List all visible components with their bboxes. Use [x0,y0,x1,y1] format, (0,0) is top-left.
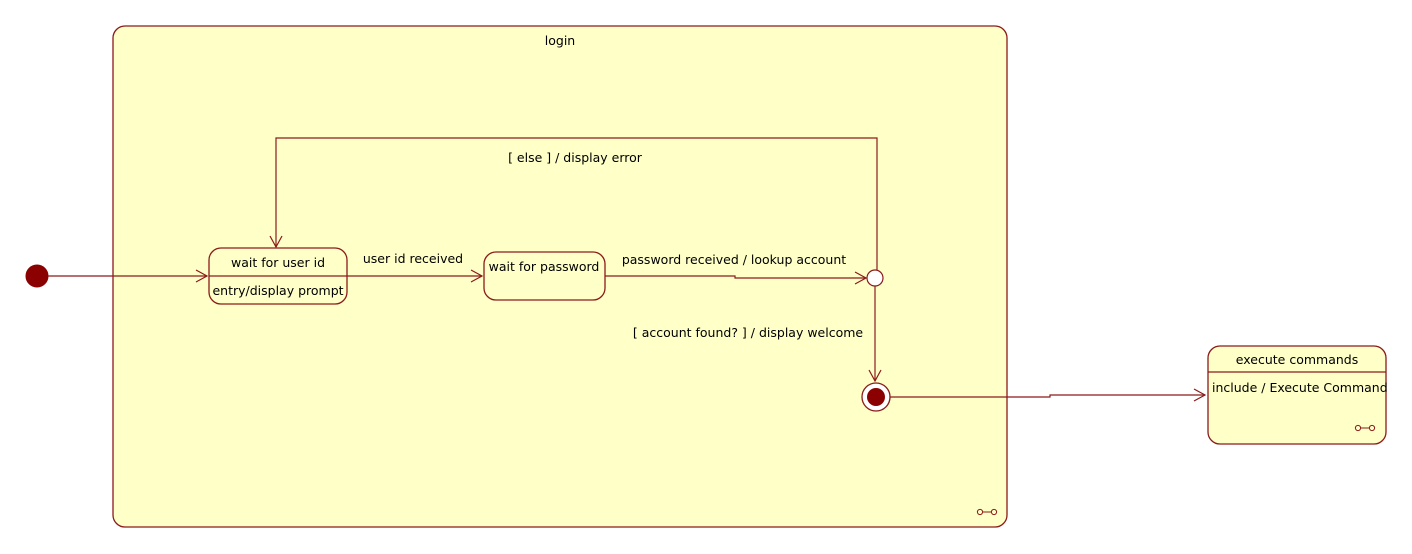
state-wait-for-password[interactable]: wait for password [483,251,606,301]
choice-node[interactable] [866,269,884,287]
transition-to-execute-commands[interactable] [890,388,1207,402]
transition-user-id-received[interactable] [347,269,484,283]
state-execute-commands-activity: include / Execute Command [1212,380,1388,395]
state-wait-for-password-name: wait for password [489,259,600,274]
transition-label-user-id-received: user id received [363,251,463,266]
transition-label-account-found: [ account found? ] / display welcome [633,325,864,340]
transition-account-found[interactable] [868,286,882,383]
state-wait-for-user-id-activity: entry/display prompt [212,283,343,298]
state-execute-commands-name: execute commands [1236,352,1358,367]
transition-label-else-display-error: [ else ] / display error [508,150,643,165]
state-wait-for-user-id[interactable]: wait for user id entry/display prompt [208,247,348,305]
composite-state-icon [1354,424,1376,432]
state-execute-commands[interactable]: execute commands include / Execute Comma… [1207,345,1388,445]
transition-initial-to-wait-user[interactable] [48,269,209,283]
state-execute-commands-body [1207,345,1387,445]
transition-label-password-received: password received / lookup account [622,252,846,267]
final-node[interactable] [861,382,891,412]
initial-node[interactable] [25,264,49,288]
transition-else-display-error[interactable] [269,137,878,270]
transition-password-received[interactable] [605,271,868,285]
composite-state-icon [976,508,998,516]
state-wait-for-user-id-name: wait for user id [231,255,325,270]
composite-state-login-title: login [545,33,575,48]
